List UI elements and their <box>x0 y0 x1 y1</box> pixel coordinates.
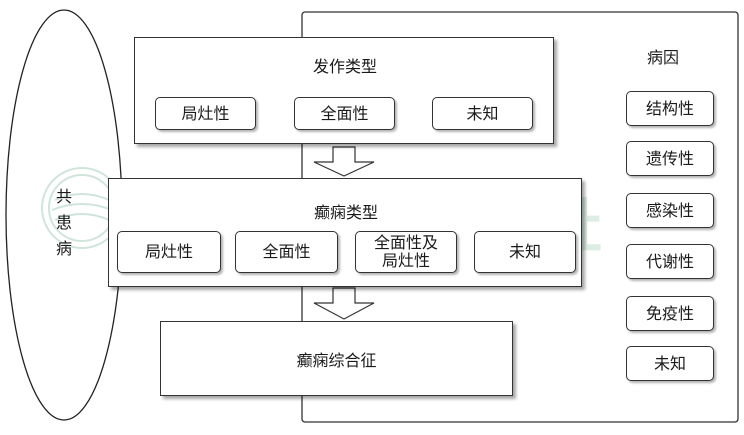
seizure-type-item-2: 未知 <box>432 97 533 130</box>
etiology-item-1: 遗传性 <box>626 141 714 176</box>
seizure-type-item-0: 局灶性 <box>155 97 256 130</box>
syndromes-panel: 癫痫综合征 <box>160 321 513 396</box>
seizure-type-item-1: 全面性 <box>294 97 395 130</box>
epilepsy-type-item-1: 全面性 <box>235 231 338 273</box>
etiology-item-2: 感染性 <box>626 193 714 228</box>
watermark-logo <box>41 167 123 249</box>
etiology-item-4: 免疫性 <box>626 296 714 331</box>
epilepsy-types-title: 癫痫类型 <box>313 203 378 222</box>
etiology-item-3: 代谢性 <box>626 244 714 279</box>
seizure-types-title: 发作类型 <box>312 57 377 76</box>
epilepsy-type-item-0: 局灶性 <box>117 231 221 273</box>
etiology-item-5: 未知 <box>626 346 714 381</box>
etiology-item-0: 结构性 <box>626 91 714 126</box>
epilepsy-type-item-3: 未知 <box>474 231 576 273</box>
arrow-down-icon <box>313 287 375 320</box>
arrow-down-icon <box>313 146 375 177</box>
syndromes-title: 癫痫综合征 <box>296 350 377 370</box>
comorbidity-label: 共 患 病 <box>55 187 72 258</box>
etiology-title: 病因 <box>646 48 679 67</box>
epilepsy-type-item-2: 全面性及 局灶性 <box>355 231 457 273</box>
